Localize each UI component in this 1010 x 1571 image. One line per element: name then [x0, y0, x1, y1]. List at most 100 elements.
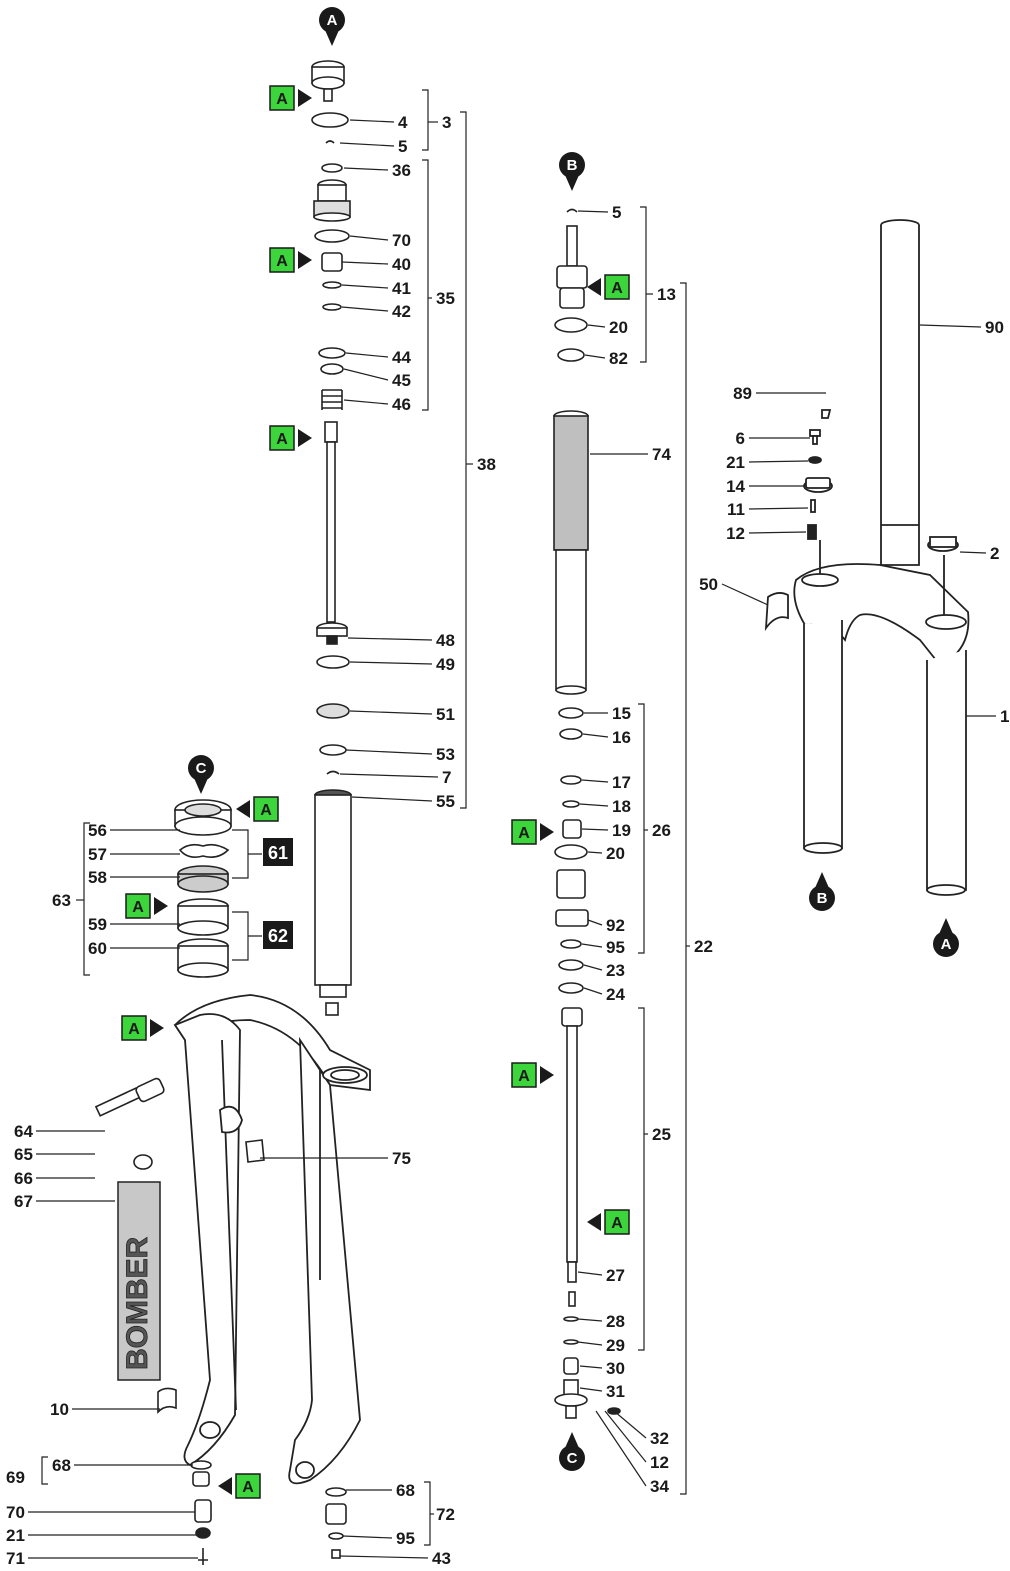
bracket	[460, 111, 467, 809]
part-label-50: 50	[699, 575, 718, 594]
circle-badge	[933, 931, 959, 957]
circle-letter: C	[567, 1450, 578, 1467]
leader-line	[347, 637, 433, 641]
circle-marker-C: C	[188, 755, 214, 794]
leader-line	[349, 119, 395, 123]
group-box-label: 62	[268, 926, 288, 946]
bracket	[422, 89, 429, 151]
bracket-61	[232, 829, 262, 879]
leader-line	[345, 749, 433, 755]
arrow-right-icon	[150, 1019, 164, 1037]
damper-cartridge-parts	[311, 60, 352, 1016]
bracket	[83, 822, 90, 976]
group-box-61: 61	[263, 838, 293, 866]
group-box-bg	[263, 838, 293, 866]
part-label-11: 11	[727, 500, 745, 519]
leader-line	[577, 210, 609, 213]
leader-line	[583, 987, 603, 995]
green-square-icon	[604, 274, 630, 300]
pointer-arrow-icon	[325, 30, 339, 46]
logo-sticker: BOMBER	[117, 1181, 161, 1381]
part-label-26: 26	[652, 821, 671, 840]
green-square-icon	[269, 247, 295, 273]
arrow-left-icon	[587, 1213, 601, 1231]
green-square-marker: A	[125, 893, 168, 919]
part-label-45: 45	[392, 371, 411, 390]
leader-line	[577, 1318, 603, 1322]
part-label-92: 92	[606, 916, 625, 935]
leader-line	[339, 773, 439, 778]
green-square-marker: A	[587, 1209, 630, 1235]
circle-marker-C: C	[559, 1432, 585, 1471]
part-label-90: 90	[985, 318, 1004, 337]
leader-line	[341, 261, 389, 265]
part-label-72: 72	[436, 1505, 455, 1524]
part-label-17: 17	[612, 773, 631, 792]
arrow-left-icon	[236, 800, 250, 818]
green-square-marker: A	[269, 425, 312, 451]
part-label-43: 43	[432, 1549, 451, 1568]
pointer-arrow-icon	[939, 918, 953, 934]
bracket	[638, 703, 645, 954]
part-label-12: 12	[650, 1453, 669, 1472]
part-label-14: 14	[726, 477, 745, 496]
leader-line	[342, 1535, 393, 1539]
leader-line	[604, 1410, 647, 1463]
part-label-38: 38	[477, 455, 496, 474]
green-square-icon	[269, 85, 295, 111]
part-label-46: 46	[392, 395, 411, 414]
square-letter: A	[260, 802, 272, 819]
leader-line	[919, 324, 982, 328]
leader-line	[582, 733, 609, 738]
leader-line	[345, 352, 389, 358]
part-label-82: 82	[609, 349, 628, 368]
square-letter: A	[128, 1021, 140, 1038]
part-label-49: 49	[436, 655, 455, 674]
part-label-20: 20	[606, 844, 625, 863]
part-label-24: 24	[606, 985, 625, 1004]
logo-text: BOMBER	[121, 1236, 154, 1370]
square-letter: A	[518, 825, 530, 842]
leader-line	[595, 1410, 647, 1487]
part-label-63: 63	[52, 891, 71, 910]
arrow-right-icon	[298, 429, 312, 447]
arrow-left-icon	[587, 278, 601, 296]
leader-line	[581, 828, 609, 831]
bracket	[424, 1481, 431, 1546]
arrow-right-icon	[154, 897, 168, 915]
leader-line	[748, 507, 809, 510]
circle-badge	[188, 755, 214, 781]
leader-line	[748, 531, 807, 534]
circle-badge	[319, 7, 345, 33]
green-square-icon	[253, 796, 279, 822]
part-label-64: 64	[14, 1122, 33, 1141]
arrow-right-icon	[540, 823, 554, 841]
square-letter: A	[611, 280, 623, 297]
green-square-icon	[511, 819, 537, 845]
part-label-35: 35	[436, 289, 455, 308]
part-label-51: 51	[436, 705, 455, 724]
part-label-10: 10	[50, 1400, 69, 1419]
part-label-28: 28	[606, 1312, 625, 1331]
part-label-18: 18	[612, 797, 631, 816]
leader-line	[343, 368, 389, 381]
bracket-62	[232, 911, 262, 961]
part-label-36: 36	[392, 161, 411, 180]
bracket	[422, 159, 429, 411]
part-number-labels: 3453670404135424445463848495153755513208…	[6, 113, 1009, 1568]
pointer-arrow-icon	[565, 175, 579, 191]
leader-line	[959, 551, 987, 554]
green-square-icon	[604, 1209, 630, 1235]
left-small-parts	[94, 799, 347, 1565]
part-label-95: 95	[396, 1529, 415, 1548]
leader-line	[343, 399, 389, 405]
leader-line	[721, 583, 769, 606]
part-label-44: 44	[392, 348, 411, 367]
circle-letter: B	[567, 157, 578, 174]
square-letter: A	[611, 1215, 623, 1232]
leader-line	[339, 1555, 429, 1559]
arrow-right-icon	[298, 251, 312, 269]
arrow-right-icon	[540, 1066, 554, 1084]
pointer-arrow-icon	[194, 778, 208, 794]
